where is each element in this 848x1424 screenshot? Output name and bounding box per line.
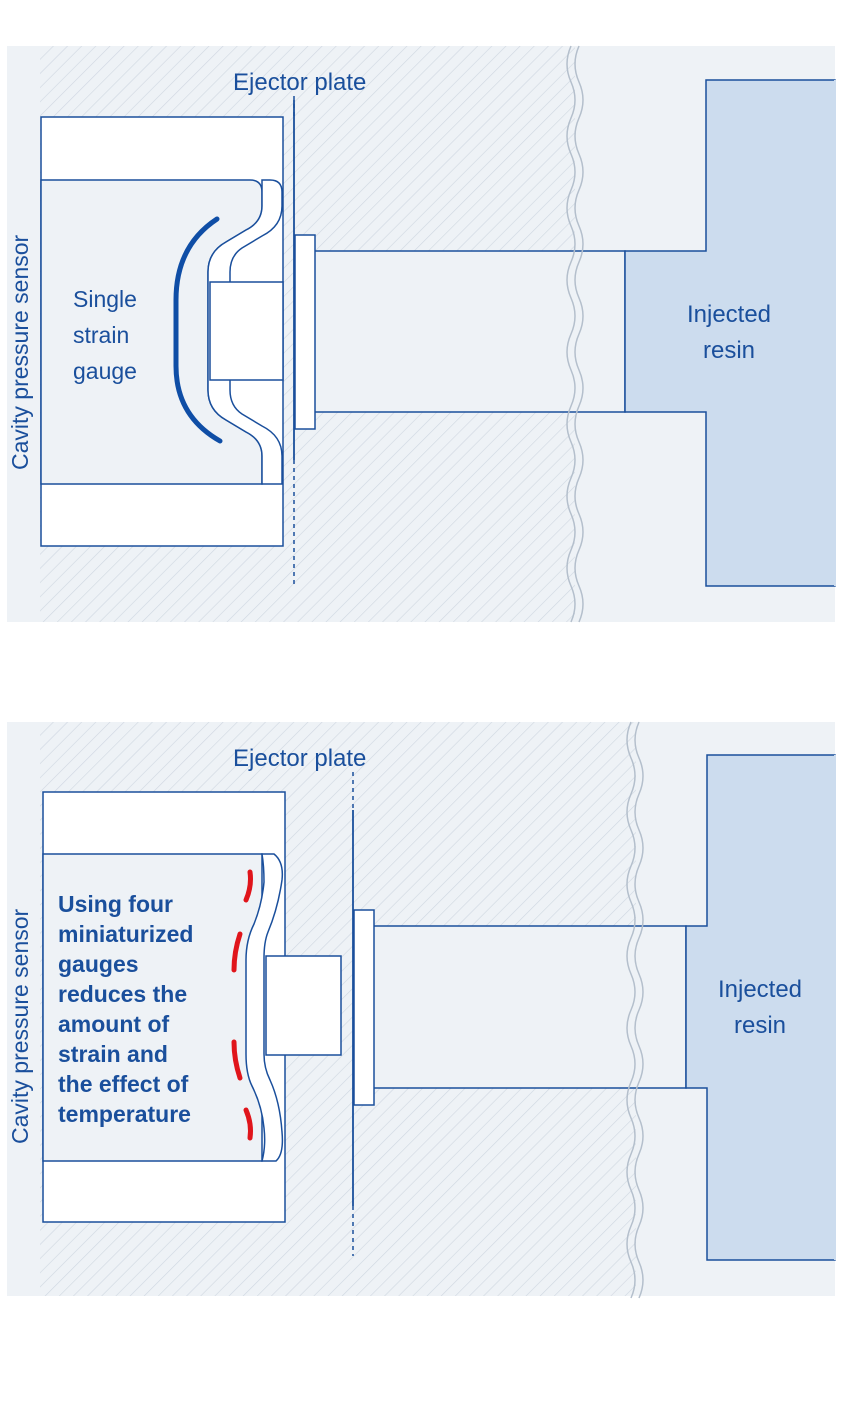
sensor-diaphragm [207, 179, 283, 485]
sensor-label: Cavity pressure sensor [7, 908, 33, 1144]
note-line: the effect of [58, 1071, 189, 1097]
miniature-gauge-3 [231, 1039, 243, 1081]
injected-resin-area [685, 754, 836, 1261]
ejector-pin-channel [372, 925, 687, 1089]
diagram-four-gauges-svg: Ejector plate Cavity pressure sensor Usi… [7, 721, 836, 1299]
sensor-inner-chamber [42, 853, 263, 1162]
break-line-left [626, 721, 636, 1299]
note-line: gauges [58, 951, 139, 977]
note-line: temperature [58, 1101, 191, 1127]
gauge-label-line: Single [73, 286, 137, 312]
note-line: Using four [58, 891, 173, 917]
miniature-gauge-1 [243, 869, 253, 903]
pressure-pin [209, 281, 284, 381]
single-strain-gauge-arc [173, 216, 223, 444]
resin-label-line: Injected [718, 976, 802, 1003]
resin-label-line: resin [703, 337, 755, 364]
ejector-pin-flange [294, 234, 316, 430]
gauge-label-line: gauge [73, 358, 137, 384]
note-line: reduces the [58, 981, 187, 1007]
diagram-single-gauge-svg: Ejector plate Cavity pressure sensor Sin… [7, 45, 836, 623]
note-line: strain and [58, 1041, 168, 1067]
gauge-label-line: strain [73, 322, 129, 348]
resin-label-line: resin [734, 1012, 786, 1039]
diagram-single-gauge: Ejector plate Cavity pressure sensor Sin… [0, 0, 848, 640]
break-line-right [634, 721, 644, 1299]
ejector-plate-label: Ejector plate [233, 69, 366, 96]
break-line-right [574, 45, 584, 623]
ejector-plate-label: Ejector plate [233, 745, 366, 772]
ejector-pin-channel [312, 250, 626, 413]
ejector-pin-flange [353, 909, 375, 1106]
break-line-left [566, 45, 576, 623]
note-line: amount of [58, 1011, 169, 1037]
diagram-four-gauges: Ejector plate Cavity pressure sensor Usi… [0, 676, 848, 1316]
sensor-diaphragm [245, 853, 284, 1162]
miniature-gauge-4 [243, 1107, 253, 1141]
miniature-gauge-2 [231, 931, 243, 973]
pressure-pin [265, 955, 342, 1056]
note-line: miniaturized [58, 921, 193, 947]
resin-label-line: Injected [687, 301, 771, 328]
sensor-label: Cavity pressure sensor [7, 234, 33, 470]
